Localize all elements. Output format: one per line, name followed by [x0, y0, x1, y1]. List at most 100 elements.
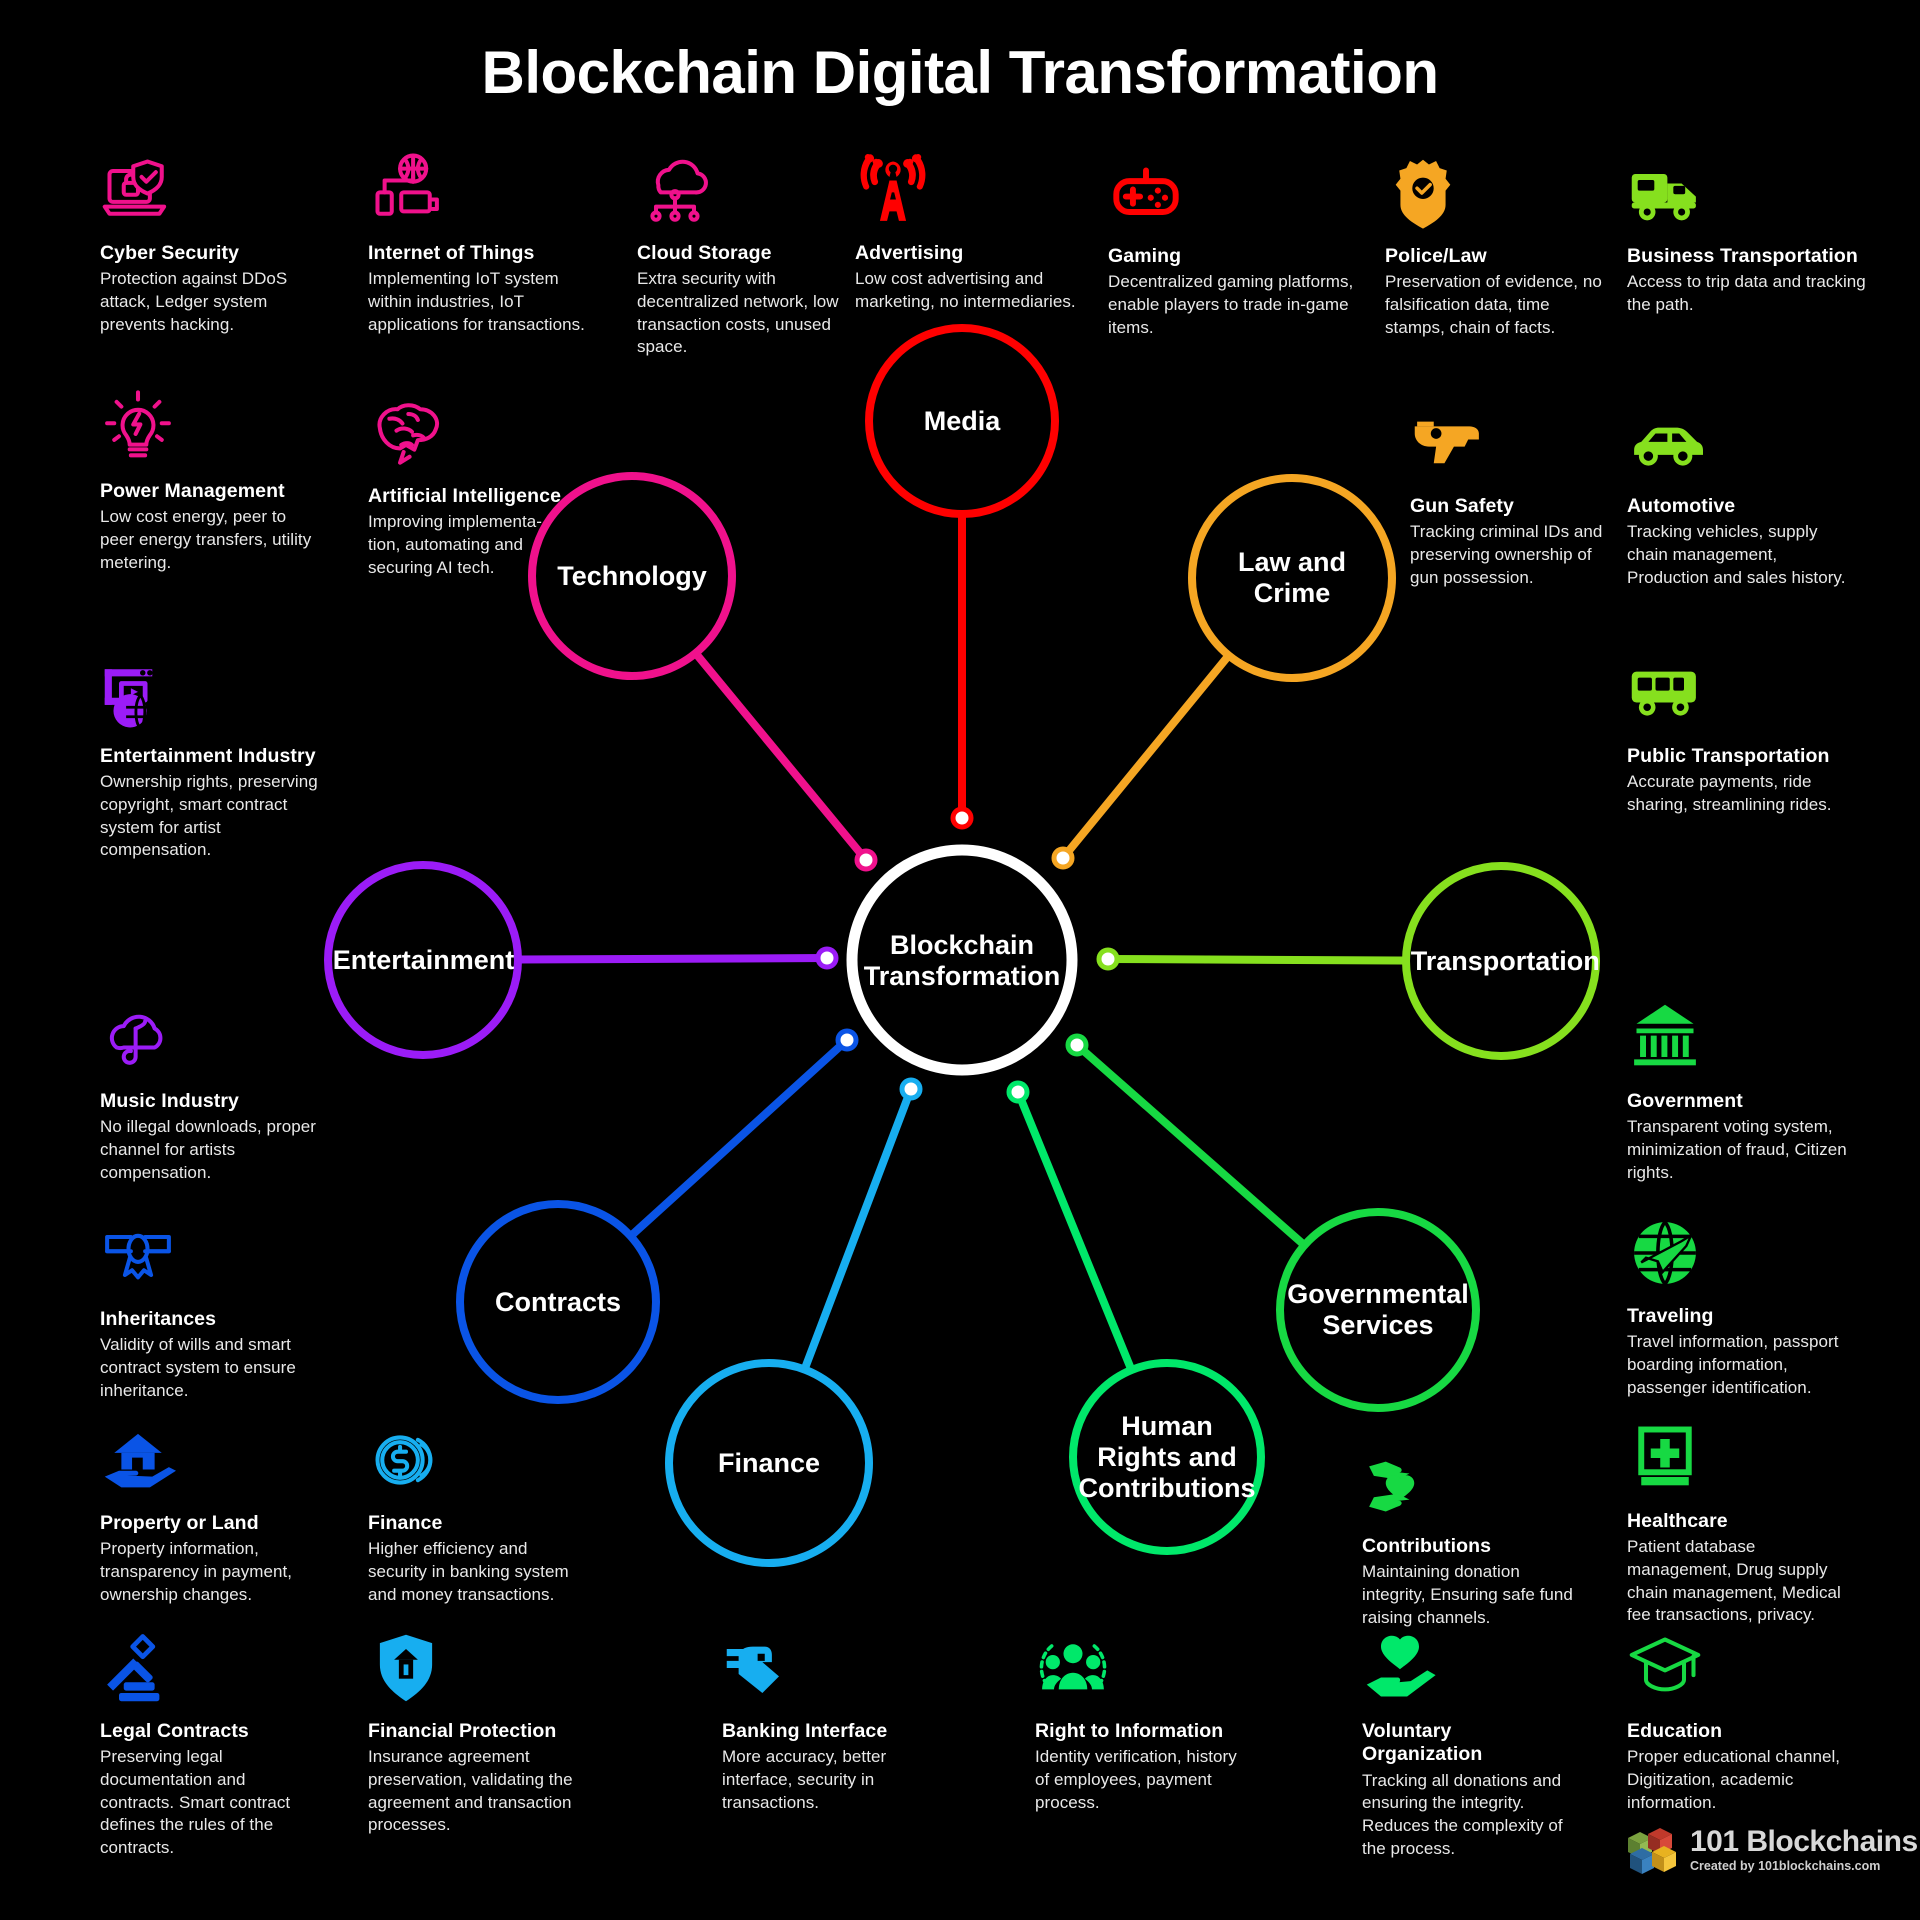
hand-card-icon	[722, 1630, 922, 1714]
graduation-cap-icon	[1627, 1630, 1842, 1714]
delivery-truck-icon	[1627, 155, 1867, 239]
police-badge-icon	[1385, 155, 1613, 239]
info-card-description: Proper educational channel, Digitization…	[1627, 1747, 1841, 1812]
info-card-title: Legal Contracts	[100, 1720, 249, 1742]
shield-bank-icon	[368, 1630, 630, 1714]
connector-lines	[513, 510, 1411, 1374]
info-card-description: Protection against DDoS attack, Ledger s…	[100, 269, 288, 334]
info-card-description: Improving implementa-tion, automating an…	[368, 512, 542, 577]
node-circle-finance[interactable]	[665, 1359, 873, 1567]
laptop-lock-shield-icon	[100, 152, 325, 236]
info-card-description: Tracking all donations and ensuring the …	[1362, 1770, 1563, 1858]
info-card-description: Decentralized gaming platforms, enable p…	[1108, 272, 1354, 337]
hand-heart-icon	[1362, 1630, 1577, 1714]
bus-icon	[1627, 655, 1857, 739]
node-circle-entertainment[interactable]	[324, 861, 522, 1059]
node-circle-technology[interactable]	[528, 472, 736, 680]
info-card-title: Music Industry	[100, 1090, 240, 1112]
info-card-title: Finance	[368, 1512, 443, 1534]
node-circle-law-and-crime[interactable]	[1188, 474, 1396, 682]
info-card-description: Tracking vehicles, supply chain manageme…	[1627, 522, 1846, 587]
info-card-description: More accuracy, better interface, securit…	[722, 1747, 887, 1812]
info-card-title: Police/Law	[1385, 245, 1487, 267]
info-card-title: Right to Information	[1035, 1720, 1224, 1742]
car-icon	[1627, 405, 1862, 489]
node-circle-gov-services[interactable]	[1276, 1208, 1480, 1412]
info-card-description: Implementing IoT system within industrie…	[368, 269, 585, 334]
info-card-title: Automotive	[1627, 495, 1736, 517]
connector-endpoint-gov-services	[1065, 1033, 1089, 1057]
connector-endpoint-transportation	[1096, 947, 1120, 971]
node-circle-human-rights[interactable]	[1069, 1359, 1265, 1555]
info-card-description: Low cost advertising and marketing, no i…	[855, 269, 1076, 311]
info-card-description: Transparent voting system, minimization …	[1627, 1117, 1847, 1182]
connector-endpoint-law-and-crime	[1051, 846, 1075, 870]
info-card-description: Extra security with decentralized networ…	[637, 269, 839, 357]
connector-contracts	[626, 1036, 851, 1241]
node-circle-transportation[interactable]	[1402, 862, 1600, 1060]
connector-finance	[800, 1085, 915, 1374]
bank-building-icon	[1627, 1000, 1852, 1084]
page-title: Blockchain Digital Transformation	[481, 39, 1439, 106]
medical-cross-icon	[1627, 1420, 1852, 1504]
connector-endpoint-human-rights	[1006, 1080, 1030, 1104]
hands-heart-icon	[1362, 1445, 1577, 1529]
logo-subtitle-text: Created by 101blockchains.com	[1690, 1858, 1881, 1873]
info-card-title: Public Transportation	[1627, 745, 1830, 767]
node-circle-contracts[interactable]	[456, 1200, 660, 1404]
connector-endpoint-technology	[854, 848, 878, 872]
node-circle-media[interactable]	[865, 324, 1059, 518]
info-card-title: Artificial Intelligence	[368, 485, 562, 507]
globe-plane-icon	[1627, 1215, 1857, 1299]
dollar-coins-icon	[368, 1422, 583, 1506]
info-card-title: Advertising	[855, 242, 964, 264]
connector-human-rights	[1014, 1088, 1136, 1374]
info-card-title: Cloud Storage	[637, 242, 772, 264]
info-card-description: Preserving legal documentation and contr…	[100, 1747, 291, 1857]
info-card-title: Entertainment Industry	[100, 745, 316, 767]
info-card-title: Healthcare	[1627, 1510, 1728, 1532]
info-card-title: Contributions	[1362, 1535, 1492, 1557]
info-card-description: Higher efficiency and security in bankin…	[368, 1539, 569, 1604]
info-card-description: Property information, transparency in pa…	[100, 1539, 293, 1604]
connector-technology	[691, 649, 870, 864]
info-card-description: Patient database management, Drug supply…	[1627, 1537, 1841, 1625]
info-card-title: Inheritances	[100, 1308, 217, 1330]
iot-network-icon	[368, 152, 593, 236]
info-card-description: Preservation of evidence, no falsificati…	[1385, 272, 1602, 337]
connector-transportation	[1104, 955, 1411, 965]
info-card-description: Identity verification, history of employ…	[1035, 1747, 1237, 1812]
connector-gov-services	[1073, 1041, 1309, 1250]
brand-logo[interactable]: 101 Blockchains Created by 101blockchain…	[1624, 1824, 1918, 1876]
media-globe-icon	[100, 655, 325, 739]
info-card-description: Maintaining donation integrity, Ensuring…	[1362, 1562, 1573, 1627]
info-card-description: No illegal downloads, proper channel for…	[100, 1117, 316, 1182]
info-card-description: Low cost energy, peer to peer energy tra…	[100, 507, 312, 572]
cloud-storage-icon	[637, 152, 852, 236]
info-card-title: Business Transportation	[1627, 245, 1858, 267]
hub-circle[interactable]	[846, 844, 1078, 1076]
broadcast-tower-icon	[855, 152, 1085, 236]
info-card-description: Validity of wills and smart contract sys…	[100, 1335, 296, 1400]
cloud-music-icon	[100, 1000, 325, 1084]
